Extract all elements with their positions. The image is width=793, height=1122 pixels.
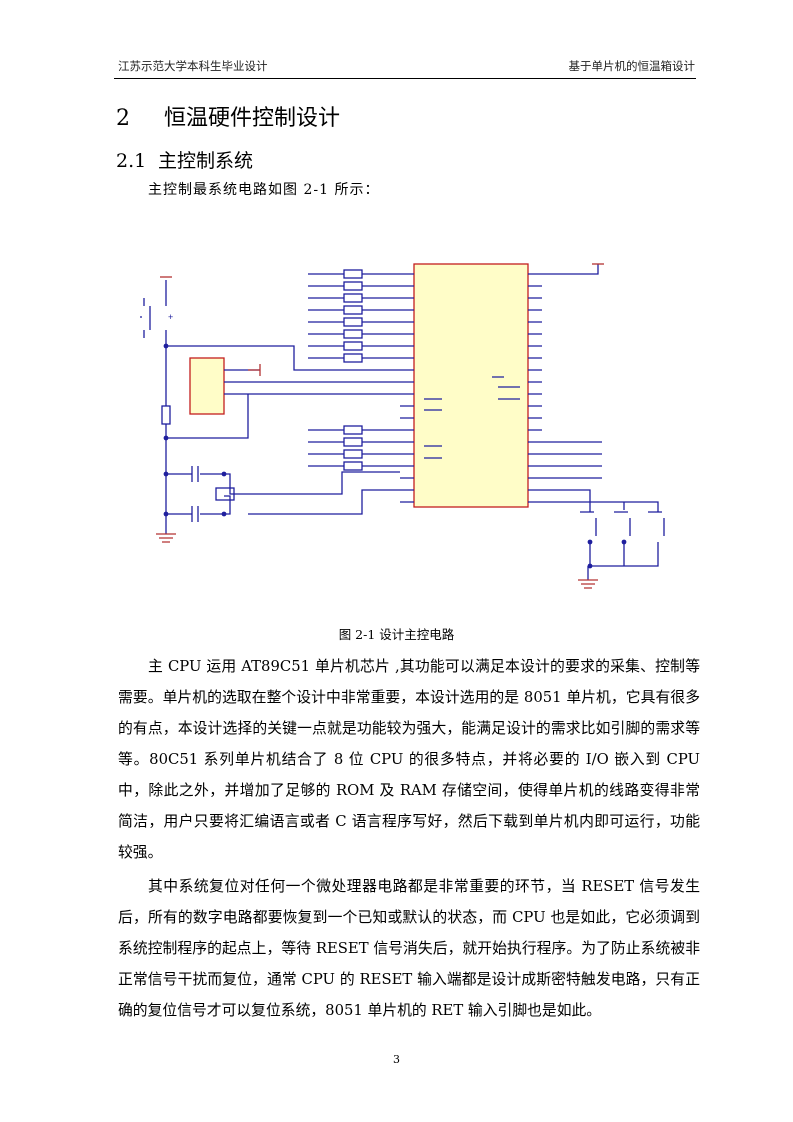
- chapter-number: 2: [116, 106, 130, 131]
- body-paragraph-2: 其中系统复位对任何一个微处理器电路都是非常重要的环节，当 RESET 信号发生后…: [118, 871, 700, 1026]
- reset-button: [135, 298, 145, 338]
- right-pins: [528, 273, 542, 503]
- paragraph-text: 其中系统复位对任何一个微处理器电路都是非常重要的环节，当 RESET 信号发生后…: [118, 878, 700, 1019]
- header-right: 基于单片机的恒温箱设计: [568, 59, 696, 73]
- circuit-figure: +: [135, 250, 670, 614]
- section-heading: 2.1 主控制系统: [116, 146, 253, 173]
- header-rule: [114, 78, 696, 79]
- mcu-chip: [413, 263, 529, 508]
- figure-caption: 图 2-1 设计主控电路: [338, 627, 455, 642]
- left-pins: [400, 273, 414, 503]
- ground-right: [578, 579, 598, 589]
- section-title: 主控制系统: [158, 150, 254, 172]
- header-left: 江苏示范大学本科生毕业设计: [118, 59, 268, 73]
- svg-text:+: +: [168, 312, 173, 322]
- intro-text: 主控制最系统电路如图 2-1 所示：: [148, 182, 380, 198]
- resistor-ladder-top: [308, 269, 400, 363]
- ground-left: [156, 533, 176, 543]
- body-paragraph-1: 主 CPU 运用 AT89C51 单片机芯片 ,其功能可以满足本设计的要求的采集…: [118, 651, 700, 868]
- sensor-vcc: [248, 364, 261, 376]
- paragraph-text: 主 CPU 运用 AT89C51 单片机芯片 ,其功能可以满足本设计的要求的采集…: [118, 658, 700, 861]
- section-number: 2.1: [116, 150, 147, 172]
- page-number: 3: [393, 1053, 400, 1066]
- circuit-schematic: +: [135, 263, 665, 589]
- chapter-title: 恒温硬件控制设计: [164, 106, 341, 131]
- chapter-heading: 2 恒温硬件控制设计: [116, 100, 340, 132]
- resistor-ladder-bottom: [308, 425, 400, 471]
